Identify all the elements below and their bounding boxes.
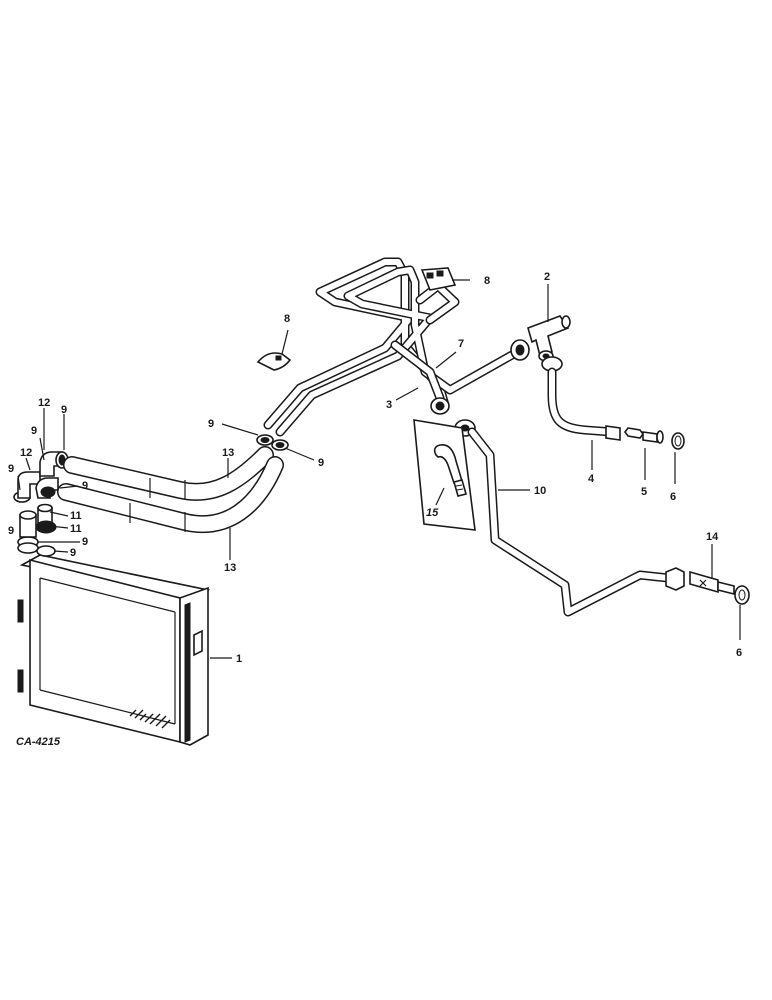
callout-9-left-upper: 9 — [31, 425, 37, 437]
callout-9-hose-left: 9 — [208, 418, 214, 430]
callout-9-hose-right: 9 — [318, 457, 324, 469]
tube-assembly-right — [541, 356, 685, 450]
callout-8-upper: 8 — [484, 275, 490, 287]
callout-9-elbow: 9 — [82, 480, 88, 492]
tube-assembly-lower — [454, 419, 750, 617]
callout-8-lower: 8 — [284, 313, 290, 325]
callout-9-lower-a: 9 — [82, 536, 88, 548]
callout-11-lower: 11 — [70, 523, 82, 535]
callout-15: 15 — [426, 507, 439, 519]
callout-12-lower: 12 — [20, 447, 32, 459]
callout-7: 7 — [458, 338, 464, 350]
callout-13-upper: 13 — [222, 447, 234, 459]
callout-13-lower: 13 — [224, 562, 236, 574]
cooler-fittings — [13, 451, 69, 557]
callout-9-lower-b: 9 — [70, 547, 76, 559]
tube-clip-upper — [420, 267, 457, 291]
callout-14: 14 — [706, 531, 719, 543]
callout-9-left-low: 9 — [8, 525, 14, 537]
callout-5: 5 — [641, 486, 647, 498]
callout-1: 1 — [236, 653, 242, 665]
callout-12-upper: 12 — [38, 397, 50, 409]
callout-4: 4 — [588, 473, 595, 485]
callout-6-lower: 6 — [736, 647, 742, 659]
callout-6-upper: 6 — [670, 491, 676, 503]
callout-10: 10 — [534, 485, 546, 497]
inset-elbow-panel — [413, 419, 476, 531]
callout-9-top: 9 — [61, 404, 67, 416]
oil-cooler-tubes — [263, 257, 530, 437]
leader-lines — [17, 279, 741, 659]
callout-9-left-mid: 9 — [8, 463, 14, 475]
callout-3: 3 — [386, 399, 392, 411]
oil-cooler-core — [17, 554, 211, 746]
tee-fitting — [527, 315, 571, 362]
figure-code: CA-4215 — [16, 736, 61, 748]
tube-clip-lower — [256, 352, 292, 371]
callout-11-upper: 11 — [70, 510, 82, 522]
callout-2: 2 — [544, 271, 550, 283]
oil-cooler-hoses — [57, 434, 289, 534]
callout-numbers: 1 2 3 4 5 6 6 7 8 8 9 9 9 9 9 9 9 9 9 10… — [8, 271, 742, 665]
